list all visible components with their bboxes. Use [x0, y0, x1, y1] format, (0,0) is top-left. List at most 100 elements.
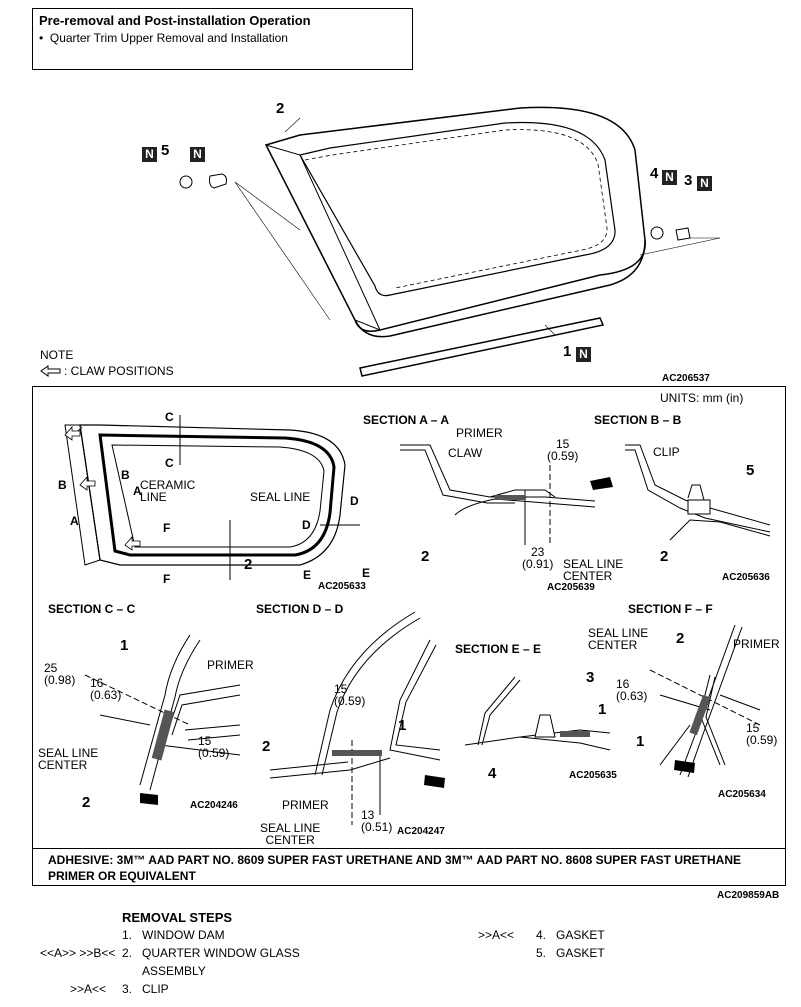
- section-mark-f: F: [163, 521, 171, 535]
- part-label-5: 5: [161, 142, 170, 159]
- section-ff-code: AC205634: [718, 789, 766, 800]
- note-text: : CLAW POSITIONS: [64, 364, 174, 378]
- section-ee-code: AC205635: [569, 770, 617, 781]
- section-mark-a: A: [70, 514, 79, 528]
- section-bb-title: SECTION B – B: [594, 413, 682, 427]
- new-part-badge: N: [697, 174, 712, 192]
- section-mark-d: D: [302, 518, 311, 532]
- quarter-window-illustration: [179, 106, 721, 377]
- section-cc-title: SECTION C – C: [48, 602, 136, 616]
- part-label-3: 3: [684, 172, 693, 189]
- header-bullet-text: Quarter Trim Upper Removal and Installat…: [49, 31, 288, 45]
- adhesive-note: ADHESIVE: 3M™ AAD PART NO. 8609 SUPER FA…: [48, 853, 741, 883]
- clip-label: CLIP: [653, 445, 680, 459]
- step-marks: <<A>> >>B<<: [40, 946, 116, 960]
- section-mark-e: E: [362, 566, 371, 580]
- primer-label: PRIMER: [207, 658, 254, 672]
- part-label-1: 1: [398, 717, 407, 734]
- step-number: 4.: [536, 928, 547, 942]
- section-mark-f: F: [163, 572, 171, 586]
- section-ff-title: SECTION F – F: [628, 602, 713, 616]
- section-aa-title: SECTION A – A: [363, 413, 450, 427]
- section-bb-drawing: [625, 444, 771, 541]
- primer-label: PRIMER: [733, 637, 780, 651]
- section-dd-drawing: [269, 611, 445, 825]
- section-dd-title: SECTION D – D: [256, 602, 344, 616]
- seal-overview-drawing: [64, 415, 360, 580]
- step-marks: >>A<<: [478, 928, 515, 942]
- section-cc-drawing: [84, 634, 241, 805]
- section-cc-code: AC204246: [190, 800, 238, 811]
- header-bullet-item: • Quarter Trim Upper Removal and Install…: [39, 31, 288, 45]
- overview-code: AC205633: [318, 581, 366, 592]
- section-mark-c: C: [165, 410, 174, 424]
- section-ff-drawing: [649, 624, 761, 778]
- part-label-2: 2: [676, 630, 685, 647]
- step-text: QUARTER WINDOW GLASS: [142, 946, 300, 960]
- header-title: Pre-removal and Post-installation Operat…: [39, 13, 311, 28]
- part-label-2: 2: [660, 548, 669, 565]
- section-ee-drawing: [464, 676, 611, 751]
- dimension-15: 15(0.59): [547, 437, 579, 463]
- section-dd-code: AC204247: [397, 826, 445, 837]
- section-bb-code: AC205636: [722, 572, 770, 583]
- dimension-16: 16(0.63): [616, 677, 648, 703]
- part-label-2: 2: [421, 548, 430, 565]
- seal-line-label: SEAL LINE: [250, 490, 311, 504]
- figure-code: AC206537: [662, 373, 710, 384]
- step-text: ASSEMBLY: [142, 964, 206, 978]
- section-mark-b: B: [58, 478, 67, 492]
- part-label-4: 4: [650, 165, 659, 182]
- part-label-2: 2: [276, 100, 285, 117]
- section-mark-e: E: [303, 568, 312, 582]
- step-number: 1.: [122, 928, 133, 942]
- claw-label: CLAW: [448, 446, 483, 460]
- units-label: UNITS: mm (in): [660, 391, 744, 405]
- section-aa-drawing: [400, 444, 613, 545]
- part-label-2: 2: [262, 738, 271, 755]
- note-title: NOTE: [40, 348, 74, 362]
- part-label-1: 1: [563, 343, 572, 360]
- dimension-13: 13(0.51): [361, 808, 393, 834]
- section-mark-c: C: [165, 456, 174, 470]
- dimension-15: 15(0.59): [746, 721, 778, 747]
- step-text: GASKET: [556, 928, 605, 942]
- step-number: 3.: [122, 982, 133, 996]
- detail-figure-code: AC209859AB: [717, 890, 780, 901]
- detail-figure-box: [32, 386, 786, 886]
- new-part-badge: N: [662, 168, 677, 186]
- part-label-3: 3: [586, 669, 595, 686]
- new-part-badge: N: [190, 145, 205, 163]
- part-label-2: 2: [82, 794, 91, 811]
- removal-steps-title: REMOVAL STEPS: [122, 910, 233, 925]
- new-part-badge: N: [142, 145, 157, 163]
- part-label-4: 4: [488, 765, 497, 782]
- step-text: WINDOW DAM: [142, 928, 225, 942]
- section-ee-title: SECTION E – E: [455, 642, 542, 656]
- part-label-2: 2: [244, 556, 253, 573]
- dimension-15: 15(0.59): [334, 682, 366, 708]
- section-mark-b: B: [121, 468, 130, 482]
- dimension-23: 23(0.91): [522, 545, 554, 571]
- step-number: 2.: [122, 946, 133, 960]
- primer-label: PRIMER: [456, 426, 503, 440]
- step-marks: >>A<<: [70, 982, 107, 996]
- part-label-1: 1: [636, 733, 645, 750]
- part-label-1: 1: [598, 701, 607, 718]
- section-aa-code: AC205639: [547, 582, 595, 593]
- dimension-16: 16(0.63): [90, 676, 122, 702]
- adhesive-divider: [32, 848, 786, 849]
- pre-removal-box: Pre-removal and Post-installation Operat…: [32, 8, 413, 70]
- step-text: CLIP: [142, 982, 169, 996]
- step-text: GASKET: [556, 946, 605, 960]
- step-number: 5.: [536, 946, 547, 960]
- claw-arrow-icon: [40, 365, 61, 377]
- dimension-25: 25(0.98): [44, 661, 76, 687]
- dimension-15: 15(0.59): [198, 734, 230, 760]
- part-label-5: 5: [746, 462, 755, 479]
- section-mark-d: D: [350, 494, 359, 508]
